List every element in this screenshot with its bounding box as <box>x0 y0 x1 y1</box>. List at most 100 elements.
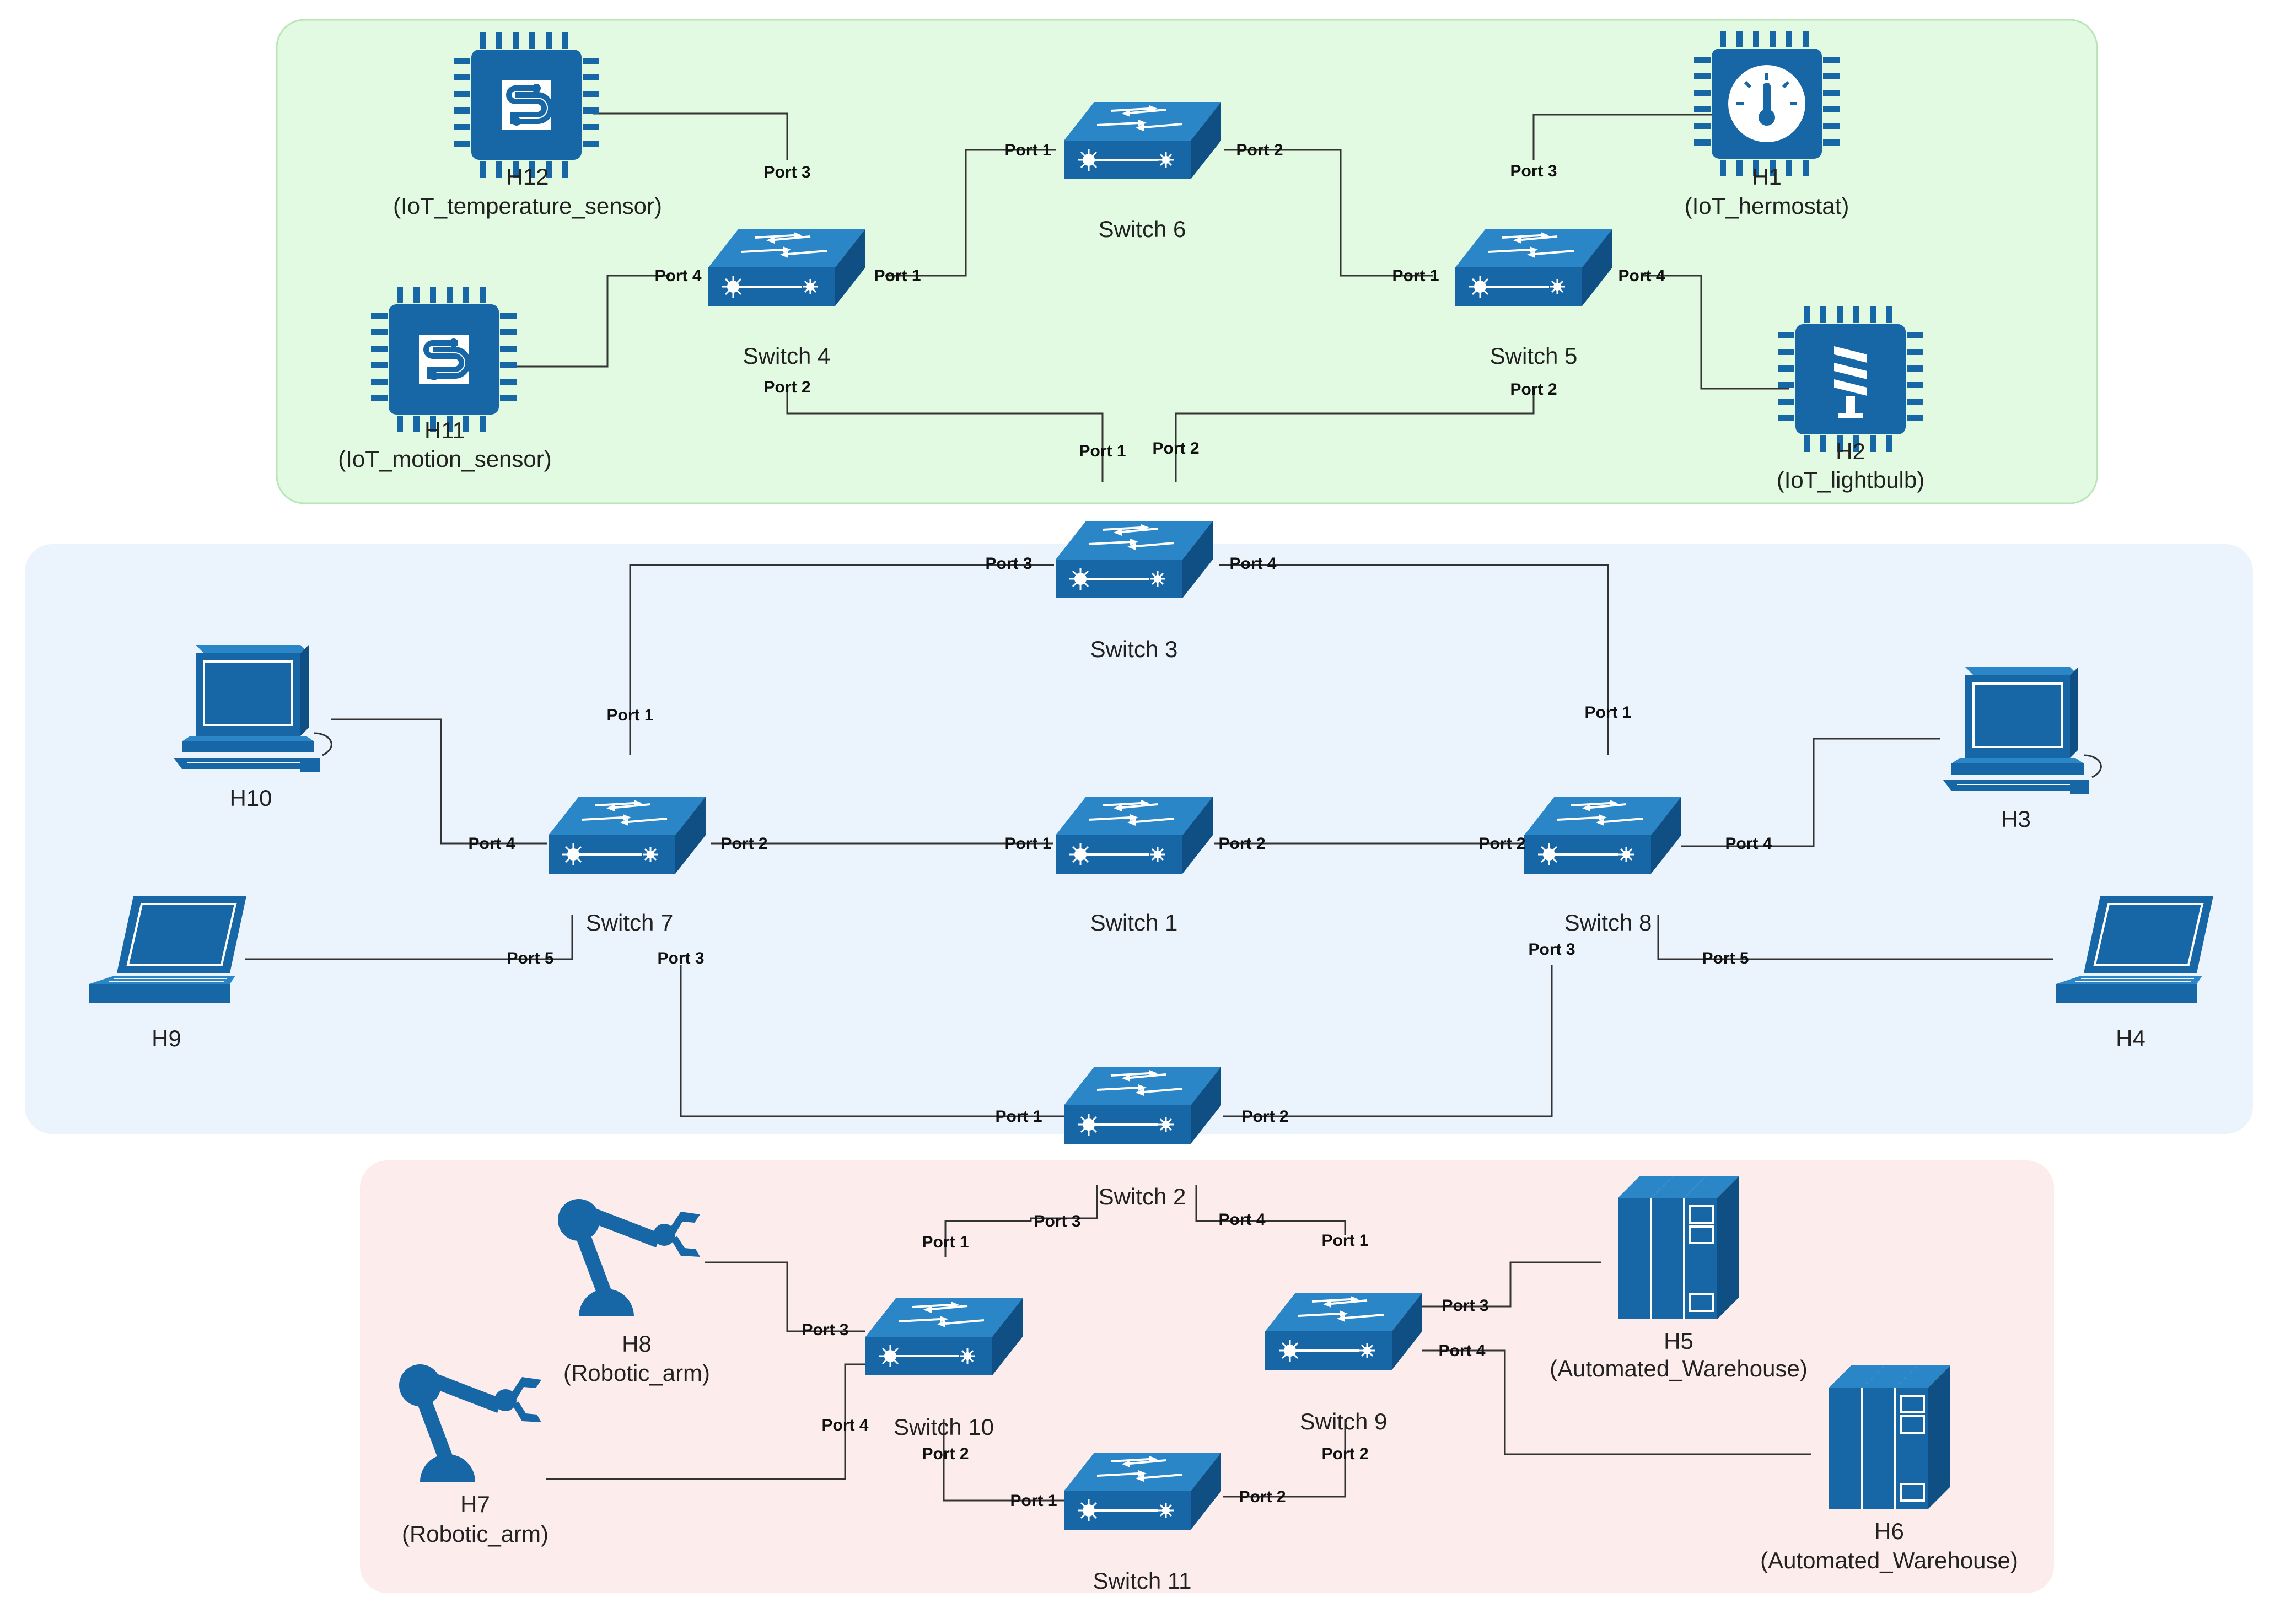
switch-label: Switch 4 <box>743 343 831 369</box>
host-type: (IoT_hermostat) <box>1685 193 1849 219</box>
port-label: Port 4 <box>1618 267 1665 285</box>
port-label: Port 2 <box>1510 380 1557 399</box>
port-label: Port 2 <box>1321 1445 1368 1463</box>
link-h11-s4 <box>506 275 670 368</box>
port-label: Port 2 <box>1236 141 1283 159</box>
host-h11[interactable] <box>371 287 517 432</box>
port-label: Port 3 <box>1442 1297 1488 1315</box>
port-label: Port 2 <box>1239 1488 1286 1506</box>
link-s4-s6 <box>885 149 1056 277</box>
port-label: Port 3 <box>763 163 810 181</box>
host-name: H12 <box>506 164 549 190</box>
network-links <box>245 112 2053 1502</box>
link-s8-s12 <box>1223 965 1553 1117</box>
host-labels: H1 (IoT_hermostat) H2 (IoT_lightbulb) H3… <box>152 164 2145 1573</box>
network-switch-icon <box>1523 795 1682 875</box>
network-switch-icon <box>1063 1451 1222 1531</box>
port-label: Port 2 <box>1218 835 1265 853</box>
link-s5-s3 <box>1175 391 1535 482</box>
switch-label: Switch 6 <box>1099 216 1186 242</box>
link-s3-s7 <box>629 564 1054 755</box>
switch-6[interactable] <box>1063 101 1222 180</box>
link-s9-h5 <box>1422 1261 1601 1308</box>
host-h1[interactable] <box>1694 31 1840 176</box>
switch-label: Switch 8 <box>1564 910 1652 935</box>
link-s7-s12 <box>680 965 1064 1117</box>
link-s3-s8 <box>1219 564 1609 755</box>
port-label: Port 2 <box>1152 439 1199 458</box>
switch-9[interactable] <box>1264 1292 1423 1371</box>
host-type: (IoT_temperature_sensor) <box>393 193 662 219</box>
port-label: Port 5 <box>1702 949 1749 967</box>
lightbulb-chip-icon <box>1778 306 1923 452</box>
port-label: Port 1 <box>1004 141 1051 159</box>
switch-8[interactable] <box>1523 795 1682 875</box>
switch-5[interactable] <box>1454 228 1614 307</box>
host-name: H2 <box>1836 438 1865 464</box>
switch-label: Switch 5 <box>1490 343 1578 369</box>
port-label: Port 3 <box>1034 1212 1080 1230</box>
link-s10-s11 <box>943 1419 1064 1502</box>
switch-label: Switch 1 <box>1090 910 1178 935</box>
port-label: Port 1 <box>1004 835 1051 853</box>
switch-label: Switch 7 <box>586 910 674 935</box>
host-h12[interactable] <box>454 32 599 178</box>
link-h8-s10 <box>705 1261 865 1332</box>
host-type: (Automated_Warehouse) <box>1760 1547 2018 1573</box>
sensor-chip-icon <box>371 287 517 432</box>
link-s9-h6 <box>1422 1349 1811 1455</box>
host-type: (IoT_motion_sensor) <box>338 446 552 472</box>
link-h10-s7 <box>331 718 547 845</box>
port-label: Port 2 <box>1478 835 1525 853</box>
switch-label: Switch 11 <box>1093 1568 1192 1594</box>
host-h5[interactable] <box>1617 1175 1740 1320</box>
host-name: H6 <box>1874 1518 1904 1544</box>
host-name: H8 <box>622 1331 652 1357</box>
port-label: Port 1 <box>1392 267 1439 285</box>
port-label: Port 1 <box>995 1107 1042 1126</box>
network-switch-icon <box>547 795 707 875</box>
network-switch-icon <box>1055 520 1214 599</box>
port-label: Port 2 <box>1241 1107 1288 1126</box>
port-label: Port 3 <box>802 1321 848 1339</box>
switch-1[interactable] <box>1055 795 1214 875</box>
thermostat-chip-icon <box>1694 31 1840 176</box>
port-label: Port 1 <box>1079 442 1126 460</box>
host-h6[interactable] <box>1828 1364 1951 1510</box>
warehouse-server-icon <box>1828 1364 1951 1510</box>
network-switch-icon <box>1055 795 1214 875</box>
host-name: H10 <box>229 785 272 811</box>
port-label: Port 4 <box>654 267 701 285</box>
network-switch-icon <box>1063 101 1222 180</box>
host-name: H1 <box>1752 164 1782 190</box>
network-switch-icon <box>1264 1292 1423 1371</box>
host-type: (IoT_lightbulb) <box>1777 467 1924 493</box>
port-label: Port 3 <box>1528 940 1575 959</box>
host-name: H3 <box>2001 806 2031 832</box>
port-label: Port 1 <box>1584 703 1631 722</box>
switch-3[interactable] <box>1055 520 1214 599</box>
switch-11[interactable] <box>1063 1451 1222 1531</box>
network-switch-icon <box>1063 1066 1222 1145</box>
port-label: Port 1 <box>1010 1492 1057 1510</box>
switch-4[interactable] <box>707 228 867 307</box>
link-s11-s9 <box>1223 1419 1346 1498</box>
link-h9-s7 <box>245 915 573 960</box>
port-label: Port 4 <box>1218 1211 1265 1229</box>
host-h2[interactable] <box>1778 306 1923 452</box>
link-h12-s4 <box>593 112 788 160</box>
link-s5-h2 <box>1641 275 1789 390</box>
link-s8-h3 <box>1681 738 1940 847</box>
host-type: (Robotic_arm) <box>402 1521 549 1547</box>
switch-label: Switch 3 <box>1090 636 1178 662</box>
switch-7[interactable] <box>547 795 707 875</box>
switch-10[interactable] <box>864 1297 1024 1376</box>
port-label: Port 4 <box>1438 1342 1485 1360</box>
host-name: H9 <box>152 1025 181 1051</box>
port-label: Port 4 <box>821 1416 868 1434</box>
iot-zone-background <box>276 19 2098 504</box>
link-s2-s10 <box>944 1185 1098 1257</box>
port-label: Port 3 <box>985 555 1032 573</box>
switch-12[interactable] <box>1063 1066 1222 1145</box>
